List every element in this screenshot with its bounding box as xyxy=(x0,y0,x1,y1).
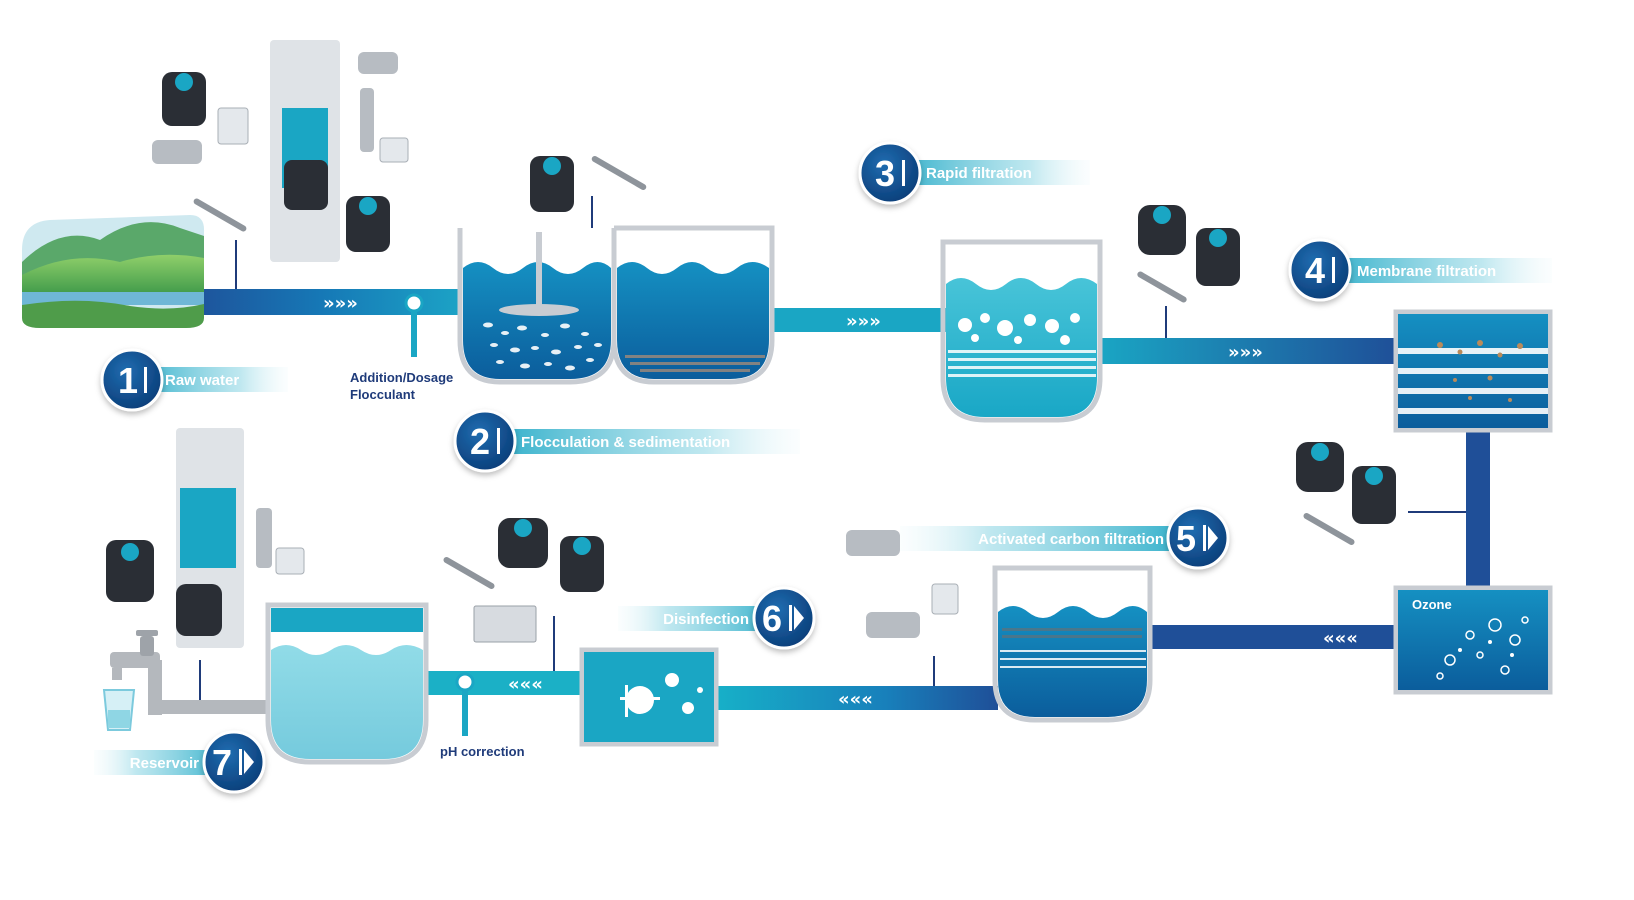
ph-correction-point xyxy=(455,672,475,736)
step-5-label: 5 Activated carbon filtration xyxy=(900,506,1230,570)
mixer-blade xyxy=(499,304,579,316)
label-ribbon xyxy=(485,429,800,454)
step-1-label: 1 Raw water xyxy=(100,348,288,412)
sensor-probe-icon xyxy=(358,52,398,152)
step-number: 7 xyxy=(212,742,232,783)
flow-arrows-icon: »»» xyxy=(323,293,358,314)
label-ribbon xyxy=(900,526,1198,551)
step-label-text: Membrane filtration xyxy=(1357,263,1496,280)
step-number: 5 xyxy=(1176,518,1196,559)
flow-arrows-icon: ««« xyxy=(1323,628,1358,649)
sensor-probe-icon xyxy=(443,557,495,589)
reservoir-tank xyxy=(265,602,429,765)
step-number: 3 xyxy=(875,153,895,194)
analyzer-panel-icon xyxy=(473,605,537,643)
dosing-pump-icon xyxy=(106,540,154,602)
faucet-icon xyxy=(110,630,162,715)
dosing-pump-icon xyxy=(1138,205,1186,255)
sensor-probe-icon xyxy=(256,508,272,568)
glass-icon xyxy=(102,689,136,731)
dosing-pump-icon xyxy=(560,536,604,592)
dosage-note-line1: Addition/Dosage xyxy=(350,370,453,385)
flow-arrows-icon: »»» xyxy=(846,311,881,332)
sensor-probe-icon xyxy=(1303,513,1355,545)
step-badge xyxy=(858,141,922,205)
ph-correction-note: pH correction xyxy=(440,744,525,759)
sensor-probe-icon xyxy=(866,612,920,638)
dosing-pump-icon xyxy=(498,518,548,568)
label-ribbon xyxy=(1320,258,1552,283)
dosing-pump-icon xyxy=(530,156,574,212)
pipe-reservoir-to-tap xyxy=(150,700,270,714)
membrane-filtration-tank xyxy=(1393,309,1553,433)
flow-arrows: »»» »»» »»» ««« ««« ««« xyxy=(323,293,1358,710)
step-7-label: 7 Reservoir xyxy=(94,730,266,794)
step-number: 2 xyxy=(470,421,490,462)
step-badge xyxy=(752,586,816,650)
sensor-probe-icon xyxy=(152,140,202,164)
step-badge xyxy=(1288,238,1352,302)
landscape-icon xyxy=(22,215,205,328)
pipes xyxy=(150,289,1490,714)
equipment xyxy=(106,40,1466,700)
flow-arrows-icon: ««« xyxy=(838,689,873,710)
step-label-text: Rapid filtration xyxy=(926,165,1032,182)
pipe-floc-to-rapid xyxy=(770,308,946,332)
dosing-pump-icon xyxy=(1196,228,1240,286)
ozone-tank: Ozone xyxy=(1393,585,1553,695)
label-ribbon xyxy=(890,160,1090,185)
sensor-probe-icon xyxy=(846,530,900,556)
step-label-text: Reservoir xyxy=(130,755,199,772)
step-label-text: Raw water xyxy=(165,372,239,389)
step-6-label: 6 Disinfection xyxy=(618,586,816,650)
step-number: 1 xyxy=(118,360,138,401)
step-2-label: 2 Flocculation & sedimentation xyxy=(453,409,800,473)
dosing-pump-icon xyxy=(1352,466,1396,524)
flow-arrows-icon: ««« xyxy=(508,674,543,695)
step-badge xyxy=(100,348,164,412)
bacteria-icon xyxy=(620,673,703,717)
step-badge xyxy=(453,409,517,473)
dosage-point xyxy=(404,293,424,357)
analyzer-panel-icon xyxy=(270,40,340,262)
step-number: 4 xyxy=(1305,250,1325,291)
pipe-rapid-to-membrane xyxy=(1098,338,1398,364)
dosage-note-line2: Flocculant xyxy=(350,387,416,402)
disinfection-tank xyxy=(579,647,719,747)
pipe-membrane-to-ozone xyxy=(1466,432,1490,588)
sensor-probe-icon xyxy=(1137,271,1187,303)
analyzer-panel-icon xyxy=(176,428,244,648)
flow-arrows-icon: »»» xyxy=(1228,342,1263,363)
pipe-disinfection-to-reservoir xyxy=(425,671,585,695)
ozone-title: Ozone xyxy=(1412,597,1452,612)
sensor-probe-icon xyxy=(193,198,247,232)
step-badge xyxy=(1166,506,1230,570)
activated-carbon-tank xyxy=(992,565,1153,723)
step-label-text: Flocculation & sedimentation xyxy=(521,434,730,451)
step-4-label: 4 Membrane filtration xyxy=(1288,238,1552,302)
step-label-text: Disinfection xyxy=(663,611,749,628)
mixer-shaft xyxy=(536,232,542,312)
step-3-label: 3 Rapid filtration xyxy=(858,141,1090,205)
step-number: 6 xyxy=(762,598,782,639)
step-label-text: Activated carbon filtration xyxy=(978,531,1164,548)
controller-display-icon xyxy=(217,107,409,163)
sensor-probe-icon xyxy=(591,156,647,190)
dosing-pump-icon xyxy=(162,72,206,126)
dosing-pump-icon xyxy=(346,196,390,252)
rapid-filtration-tank xyxy=(940,239,1103,423)
controller-display-icon xyxy=(275,547,305,575)
step-badge xyxy=(202,730,266,794)
dosing-pump-icon xyxy=(1296,442,1344,492)
flocculation-tank xyxy=(457,225,775,385)
pipe-carbon-to-disinfection xyxy=(716,686,998,710)
pipe-ozone-to-carbon xyxy=(1148,625,1398,649)
controller-display-icon xyxy=(931,583,959,615)
